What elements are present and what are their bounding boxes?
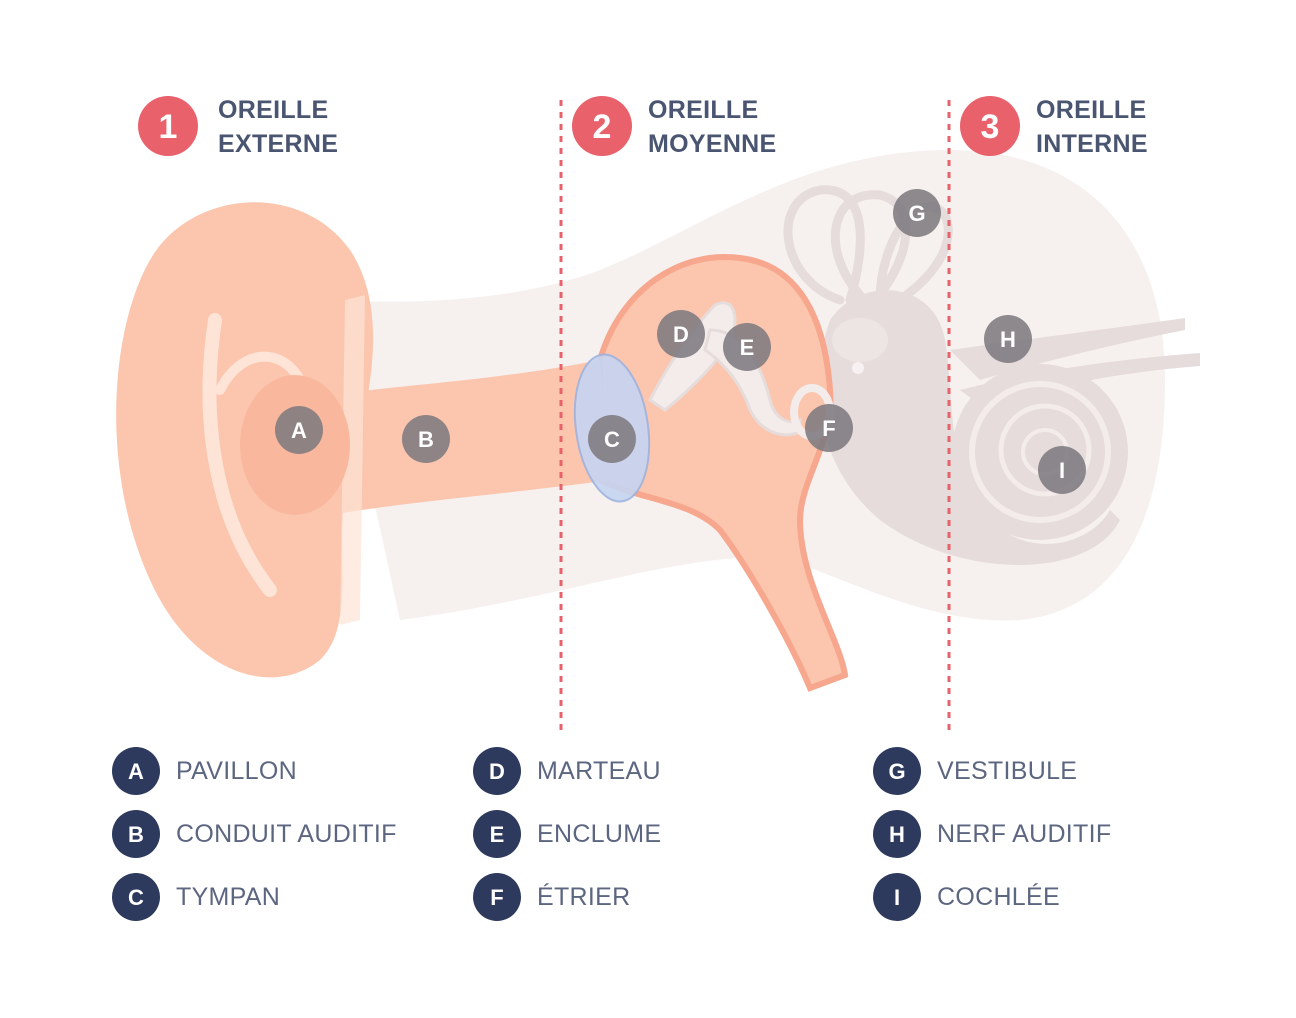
legend-item-g: G VESTIBULE: [873, 747, 1077, 795]
legend-letter: H: [889, 822, 905, 847]
legend-badge: [473, 810, 521, 858]
marker-circle: [893, 189, 941, 237]
marker-c: C: [588, 415, 636, 463]
legend-badge: [112, 810, 160, 858]
marker-circle: [657, 310, 705, 358]
section-number: 3: [981, 108, 1000, 146]
legend-badge: [873, 747, 921, 795]
legend-item-a: A PAVILLON: [112, 747, 297, 795]
legend-item-i: I COCHLÉE: [873, 873, 1060, 921]
marker-h: H: [984, 315, 1032, 363]
marker-letter: I: [1059, 458, 1065, 483]
section-number: 1: [159, 108, 178, 146]
section-title-line1: OREILLE: [1036, 96, 1146, 124]
marker-letter: D: [673, 322, 689, 347]
section-title-line2: MOYENNE: [648, 130, 777, 158]
section-title-line2: INTERNE: [1036, 130, 1148, 158]
legend-item-c: C TYMPAN: [112, 873, 280, 921]
legend-item-f: F ÉTRIER: [473, 873, 630, 921]
legend-badge: [473, 747, 521, 795]
section-number-circle: [960, 96, 1020, 156]
marker-circle: [402, 415, 450, 463]
legend-label: ÉTRIER: [537, 882, 630, 911]
marker-i: I: [1038, 446, 1086, 494]
legend-item-d: D MARTEAU: [473, 747, 661, 795]
legend-letter: D: [489, 759, 505, 784]
marker-circle: [723, 323, 771, 371]
legend-letter: E: [490, 822, 505, 847]
marker-letter: H: [1000, 327, 1016, 352]
legend-letter: B: [128, 822, 144, 847]
legend-label: COCHLÉE: [937, 882, 1060, 911]
outer-ear: [116, 202, 849, 692]
marker-circle: [588, 415, 636, 463]
legend-letter: A: [128, 759, 144, 784]
semicircular-canals: [783, 185, 953, 310]
legend-badge: [112, 747, 160, 795]
legend-label: ENCLUME: [537, 820, 661, 848]
legend-label: CONDUIT AUDITIF: [176, 820, 397, 848]
marker-f: F: [805, 404, 853, 452]
section-title-line1: OREILLE: [648, 96, 758, 124]
legend-letter: G: [888, 759, 905, 784]
legend-letter: I: [894, 885, 900, 910]
section-title-line2: EXTERNE: [218, 130, 338, 158]
section-number: 2: [593, 108, 612, 146]
vestibule-shape: [818, 290, 1120, 565]
legend-item-b: B CONDUIT AUDITIF: [112, 810, 397, 858]
middle-ear-cavity: [597, 254, 849, 692]
marker-circle: [1038, 446, 1086, 494]
marker-g: G: [893, 189, 941, 237]
section-header-1: 1 OREILLE EXTERNE: [138, 96, 338, 158]
section-header-2: 2 OREILLE MOYENNE: [572, 96, 777, 158]
ear-canal: [330, 360, 610, 515]
marker-circle: [275, 406, 323, 454]
section-number-circle: [138, 96, 198, 156]
legend-badge: [873, 873, 921, 921]
marker-letter: G: [908, 201, 925, 226]
legend-badge: [873, 810, 921, 858]
legend-label: PAVILLON: [176, 757, 297, 785]
section-header-3: 3 OREILLE INTERNE: [960, 96, 1148, 158]
section-title-line1: OREILLE: [218, 96, 328, 124]
legend-label: MARTEAU: [537, 757, 661, 785]
legend-badge: [473, 873, 521, 921]
legend-letter: F: [490, 885, 503, 910]
marker-circle: [805, 404, 853, 452]
inner-ear: [783, 185, 1200, 565]
legend-label: VESTIBULE: [937, 757, 1077, 785]
auditory-nerve-shape: [950, 318, 1185, 380]
marker-circle: [984, 315, 1032, 363]
legend-item-e: E ENCLUME: [473, 810, 661, 858]
legend-badge: [112, 873, 160, 921]
cochlea-shape: [952, 364, 1128, 540]
legend-letter: C: [128, 885, 144, 910]
legend-label: TYMPAN: [176, 883, 280, 911]
marker-letter: A: [291, 418, 307, 443]
section-number-circle: [572, 96, 632, 156]
marker-d: D: [657, 310, 705, 358]
legend-item-h: H NERF AUDITIF: [873, 810, 1111, 858]
marker-letter: F: [822, 416, 835, 441]
legend-label: NERF AUDITIF: [937, 820, 1111, 848]
marker-letter: E: [740, 335, 755, 360]
marker-letter: B: [418, 427, 434, 452]
marker-e: E: [723, 323, 771, 371]
marker-letter: C: [604, 427, 620, 452]
marker-b: B: [402, 415, 450, 463]
marker-a: A: [275, 406, 323, 454]
